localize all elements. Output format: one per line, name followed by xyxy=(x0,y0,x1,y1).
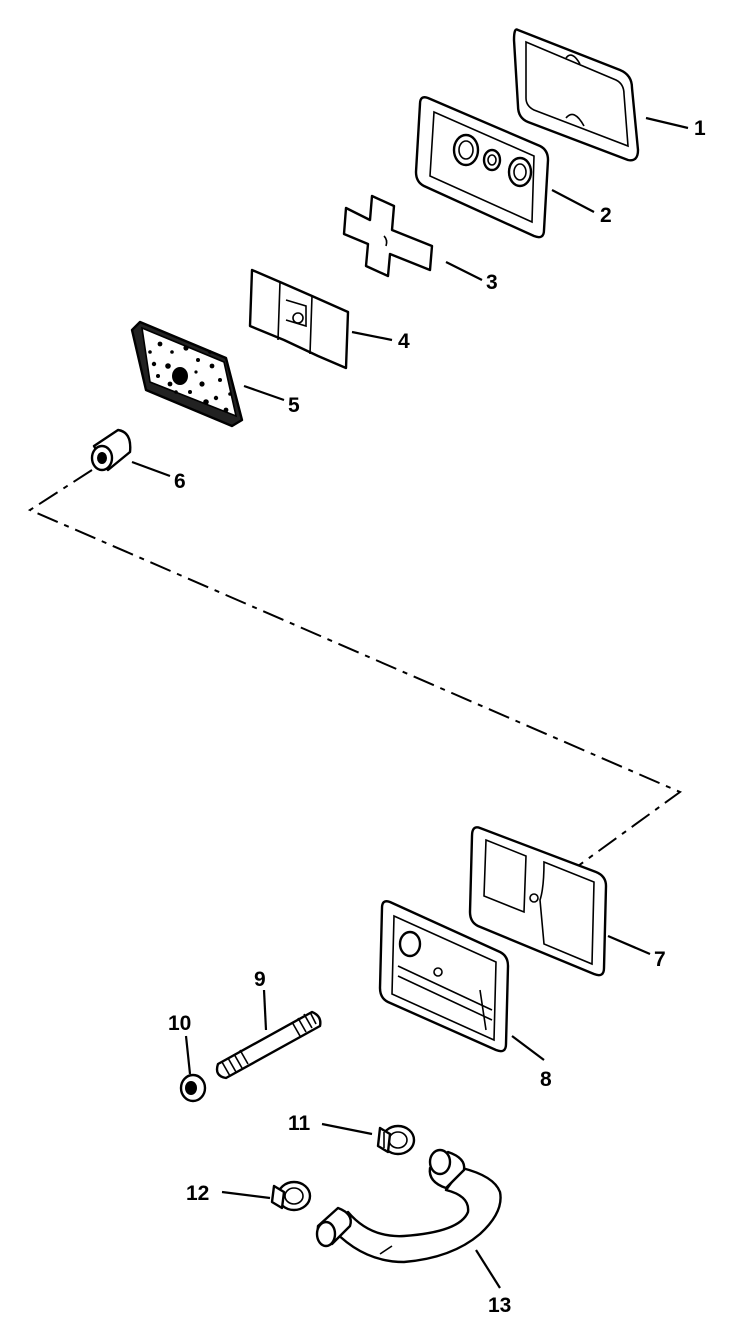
alignment-dashed-line xyxy=(27,469,683,867)
callout-9: 9 xyxy=(254,968,266,991)
leader-2 xyxy=(551,189,595,213)
part-8-base-housing xyxy=(378,900,510,1053)
leader-5 xyxy=(243,384,285,402)
part-12-hose-clamp xyxy=(270,1180,312,1212)
callout-6: 6 xyxy=(174,470,186,493)
leader-4 xyxy=(351,330,393,342)
callout-13: 13 xyxy=(488,1294,511,1317)
callout-7: 7 xyxy=(654,948,666,971)
callout-12: 12 xyxy=(186,1182,209,1205)
leader-9 xyxy=(262,989,268,1031)
callout-4: 4 xyxy=(398,330,410,353)
leader-12 xyxy=(221,1190,271,1200)
callout-3: 3 xyxy=(486,271,498,294)
part-4-reed-stop xyxy=(248,268,350,370)
callout-11: 11 xyxy=(288,1112,311,1135)
leader-3 xyxy=(445,261,483,281)
leader-6 xyxy=(131,460,171,478)
callout-10: 10 xyxy=(168,1012,191,1035)
leader-13 xyxy=(475,1249,501,1289)
callout-5: 5 xyxy=(288,394,300,417)
leader-8 xyxy=(511,1035,545,1061)
leader-11 xyxy=(321,1122,373,1136)
part-6-spacer xyxy=(90,428,132,472)
callout-1: 1 xyxy=(694,117,706,140)
part-9-stud xyxy=(215,1010,322,1080)
part-7-gasket xyxy=(468,826,608,977)
part-1-gasket xyxy=(512,28,640,162)
part-10-nut xyxy=(179,1073,207,1103)
callout-2: 2 xyxy=(600,204,612,227)
part-13-hose xyxy=(315,1148,502,1264)
part-11-hose-clamp xyxy=(376,1124,416,1156)
leader-7 xyxy=(607,934,651,956)
part-2-cover-plate xyxy=(414,96,550,239)
leader-1 xyxy=(645,116,689,130)
callout-8: 8 xyxy=(540,1068,552,1091)
leader-10 xyxy=(184,1035,192,1075)
part-3-cross-reed xyxy=(342,194,434,278)
part-5-filter-element xyxy=(130,320,244,428)
